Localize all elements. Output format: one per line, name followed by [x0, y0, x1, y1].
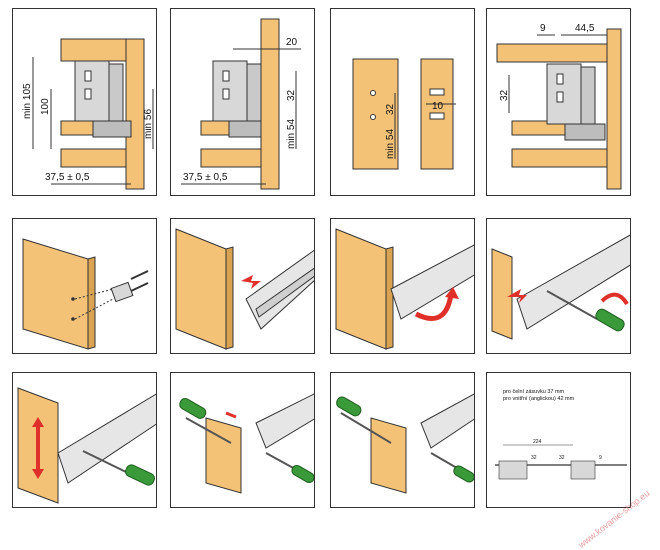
dim-min54: min 54 — [286, 119, 297, 149]
dim-32: 32 — [499, 89, 510, 101]
bracket — [498, 460, 528, 480]
runner — [228, 120, 262, 138]
drawer-side — [57, 393, 156, 484]
note-line2: pro vnitřní (anglickou) 42 mm — [503, 396, 575, 402]
screwdriver-shaft — [546, 290, 598, 320]
dim-9: 9 — [599, 455, 602, 461]
dim-bottom: 37,5 ± 0,5 — [45, 172, 90, 183]
drawer-side — [390, 244, 474, 320]
bracket — [570, 460, 596, 480]
runner — [92, 120, 132, 138]
dim-min105: min 105 — [22, 83, 33, 119]
panel-r2-2 — [170, 218, 315, 354]
drawer-side — [516, 234, 630, 330]
front-bracket — [74, 60, 110, 122]
dim-bottom: 37,5 ± 0,5 — [183, 172, 228, 183]
panel-r1-2: 20 32 min 54 37,5 ± 0,5 — [170, 8, 315, 196]
panel-r2-3 — [330, 218, 475, 354]
dim-44-5: 44,5 — [575, 23, 595, 34]
attach-bracket-step — [22, 238, 149, 350]
dim-min56: min 56 — [143, 109, 154, 139]
bracket — [110, 281, 134, 303]
dim-9: 9 — [540, 23, 546, 34]
arrow-icon — [241, 275, 261, 289]
dim-20: 20 — [286, 37, 298, 48]
panel-r3-3 — [330, 372, 475, 508]
dim-224: 224 — [533, 439, 542, 445]
screwdriver-handle-icon — [336, 396, 362, 417]
dim-32a: 32 — [531, 455, 537, 461]
rotate-arrow-icon — [414, 293, 454, 321]
panel-r1-1: min 105 100 min 56 37,5 ± 0,5 — [12, 8, 157, 196]
dim-100: 100 — [40, 98, 51, 115]
screwdriver-handle-icon — [179, 398, 207, 419]
screwdriver-handle-icon — [595, 308, 625, 332]
arrow-icon — [507, 289, 527, 303]
height-adjust-step — [17, 387, 156, 504]
drilling-template-drawing: 32 min 54 10 — [352, 58, 456, 170]
panel-r3-2 — [170, 372, 315, 508]
dim-min54: min 54 — [385, 129, 396, 159]
panel-r2-1 — [12, 218, 157, 354]
dim-32b: 32 — [559, 455, 565, 461]
drawer-side — [245, 249, 314, 330]
screwdriver-step — [491, 234, 630, 340]
drawer-front — [352, 58, 399, 170]
cabinet-section-drawing: 20 32 min 54 37,5 ± 0,5 — [181, 18, 301, 190]
insert-side-step — [175, 228, 314, 350]
panel-r2-4 — [486, 218, 631, 354]
panel-r3-4: pro čelní zásuvku 37 mm pro vnitřní (ang… — [486, 372, 631, 508]
screwdriver-handle-icon — [125, 464, 155, 486]
cabinet-section-drawing: min 105 100 min 56 37,5 ± 0,5 — [22, 38, 154, 190]
dimension-note-drawing: pro čelní zásuvku 37 mm pro vnitřní (ang… — [495, 389, 627, 480]
panel-r3-1 — [12, 372, 157, 508]
front-bracket — [546, 63, 582, 125]
runner — [564, 123, 606, 141]
removal-step — [179, 393, 314, 494]
dim-32: 32 — [385, 103, 396, 115]
lock-side-step — [335, 228, 474, 350]
bracket-position-drawing: 9 44,5 32 — [496, 23, 622, 190]
removal-step-2 — [336, 393, 474, 494]
dim-32: 32 — [286, 89, 297, 101]
panel-r1-4: 9 44,5 32 — [486, 8, 631, 196]
note-line1: pro čelní zásuvku 37 mm — [503, 389, 565, 395]
front-bracket — [212, 60, 248, 122]
dim-10: 10 — [432, 101, 444, 112]
panel-r1-3: 32 min 54 10 — [330, 8, 475, 196]
